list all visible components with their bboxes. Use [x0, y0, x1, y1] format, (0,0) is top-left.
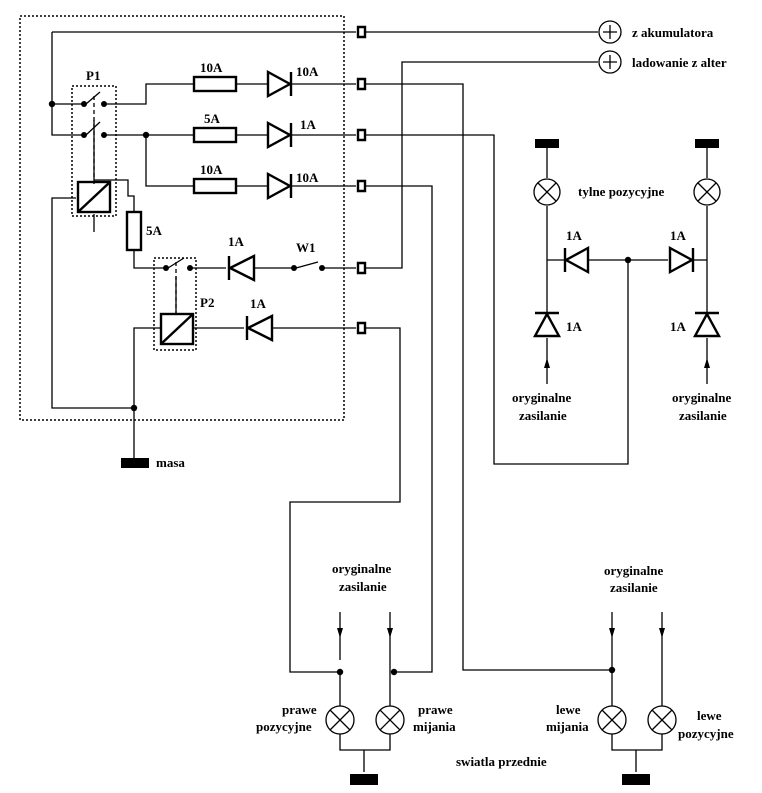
- label-supply-battery: z akumulatora: [632, 25, 714, 40]
- connectors: [356, 25, 367, 335]
- label-diode-w1: 1A: [228, 234, 245, 249]
- label-diode-p2: 1A: [250, 296, 267, 311]
- label-front-left-position-1: lewe: [697, 708, 722, 723]
- switch-w1: [295, 261, 319, 269]
- label-diode-top: 10A: [296, 64, 319, 79]
- label-relay-p1: P1: [86, 68, 100, 83]
- relay-p2-contact: [167, 257, 185, 314]
- label-front-right-position-2: pozycyjne: [256, 719, 312, 734]
- label-diode-mid: 1A: [300, 117, 317, 132]
- label-rear-title: tylne pozycyjne: [578, 184, 665, 199]
- wires: [51, 31, 708, 772]
- label-front-right-position-1: prawe: [282, 702, 317, 717]
- label-front-left-lowbeam-1: lewe: [556, 702, 581, 717]
- label-diode-low: 10A: [296, 170, 319, 185]
- label-fuse-low: 10A: [200, 162, 223, 177]
- diodes: [227, 69, 722, 342]
- label-orig-rear-left-1: oryginalne: [512, 390, 571, 405]
- relay-p1-coil: [76, 180, 112, 214]
- label-orig-front-right-1: oryginalne: [332, 561, 391, 576]
- label-front-right-lowbeam-1: prawe: [418, 702, 453, 717]
- label-orig-front-left-1: oryginalne: [604, 563, 663, 578]
- label-fuse-mid: 5A: [204, 111, 221, 126]
- module-outline: [19, 15, 345, 421]
- label-orig-front-left-2: zasilanie: [610, 580, 658, 595]
- label-rear-diode-right: 1A: [670, 228, 687, 243]
- label-switch-w1: W1: [296, 240, 316, 255]
- label-supply-alternator: ladowanie z alter: [632, 55, 727, 70]
- label-front-title: swiatla przednie: [456, 754, 547, 769]
- fuses: [125, 75, 238, 252]
- label-relay-p2: P2: [200, 295, 214, 310]
- label-front-right-lowbeam-2: mijania: [413, 719, 456, 734]
- label-fuse-coil: 5A: [146, 223, 163, 238]
- lamp-front-right-lowbeam: [375, 705, 405, 735]
- supply-arrows: [337, 358, 710, 638]
- ground-blocks: [121, 139, 719, 785]
- label-ground: masa: [156, 455, 185, 470]
- label-orig-rear-left-2: zasilanie: [519, 408, 567, 423]
- lamp-front-right-position: [325, 705, 355, 735]
- label-rear-diode-left: 1A: [566, 228, 583, 243]
- lamp-front-left-position: [647, 705, 677, 735]
- label-fuse-top: 10A: [200, 60, 223, 75]
- plus-terminals: [598, 20, 622, 74]
- lamp-front-left-lowbeam: [597, 705, 627, 735]
- label-orig-front-right-2: zasilanie: [339, 579, 387, 594]
- lamp-rear-left: [533, 178, 561, 206]
- lamp-rear-right: [693, 178, 721, 206]
- relay-p2-coil: [159, 312, 195, 346]
- lamps: [325, 178, 721, 735]
- relay-p1-contacts: [85, 91, 101, 186]
- junction-dots: [48, 100, 632, 676]
- label-rear-diode-vleft: 1A: [566, 319, 583, 334]
- label-rear-diode-vright: 1A: [670, 319, 687, 334]
- label-orig-rear-right-2: zasilanie: [679, 408, 727, 423]
- label-orig-rear-right-1: oryginalne: [672, 390, 731, 405]
- label-front-left-position-2: pozycyjne: [678, 726, 734, 741]
- relay-p2-outline: [153, 257, 197, 351]
- label-front-left-lowbeam-2: mijania: [546, 719, 589, 734]
